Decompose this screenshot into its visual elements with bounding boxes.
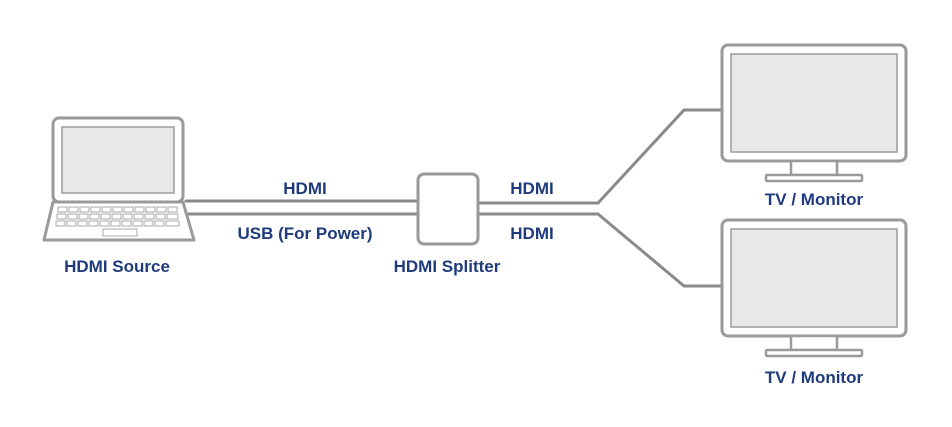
cable-label-output-top: HDMI (510, 179, 554, 198)
monitor-icon (720, 43, 908, 183)
hdmi-splitter-icon (416, 172, 480, 246)
laptop-icon (42, 116, 196, 242)
monitor-icon (720, 218, 908, 358)
source-label: HDMI Source (64, 257, 170, 276)
trackpad (102, 228, 138, 237)
cable-label-input-usb: USB (For Power) (237, 224, 373, 243)
cables (184, 108, 724, 288)
cable-to-monitor-bottom (596, 212, 724, 288)
monitor-top-label: TV / Monitor (764, 190, 864, 209)
splitter-label: HDMI Splitter (393, 257, 501, 276)
keyboard-keys (55, 206, 180, 227)
monitor-bottom-label: TV / Monitor (764, 368, 864, 387)
cable-label-output-bottom: HDMI (510, 224, 554, 243)
cable-to-monitor-top (596, 108, 724, 205)
cable-label-input-hdmi: HDMI (283, 179, 327, 198)
